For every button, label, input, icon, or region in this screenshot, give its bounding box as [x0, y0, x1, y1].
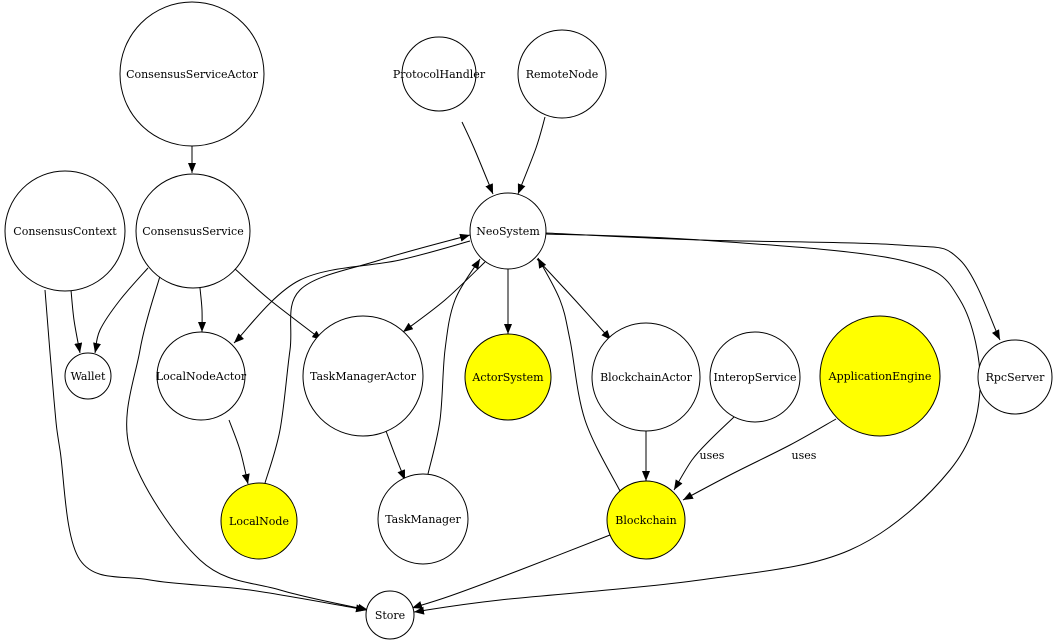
node-label-remotenode: RemoteNode	[526, 68, 599, 81]
node-neosystem: NeoSystem	[469, 192, 547, 270]
node-label-actorsystem: ActorSystem	[471, 371, 544, 384]
node-circle-blockchain	[606, 480, 686, 560]
node-label-blockchain: Blockchain	[615, 514, 676, 527]
edge-consensuscontext-to-store	[44, 289, 367, 613]
node-label-store: Store	[375, 609, 405, 622]
node-label-rpcserver: RpcServer	[986, 371, 1046, 384]
node-circle-consensusservice	[135, 173, 251, 289]
node-actorsystem: ActorSystem	[464, 333, 552, 421]
edge-blockchain-to-store	[411, 534, 611, 609]
node-label-taskmanager: TaskManager	[385, 513, 461, 526]
node-label-protocolhandler: ProtocolHandler	[393, 68, 486, 81]
node-circle-store	[365, 590, 415, 640]
node-label-wallet: Wallet	[71, 370, 106, 383]
node-remotenode: RemoteNode	[517, 29, 607, 119]
edge-neosystem-to-store	[413, 233, 981, 615]
edge-neosystem-to-blockchainactor	[536, 258, 612, 341]
node-label-interopservice: InteropService	[714, 371, 797, 384]
node-label-consensuscontext: ConsensusContext	[13, 225, 117, 238]
node-label-consensusserviceactor: ConsensusServiceActor	[126, 68, 259, 81]
node-store: Store	[365, 590, 415, 640]
edge-consensuscontext-to-wallet	[70, 289, 83, 354]
node-consensuscontext: ConsensusContext	[4, 170, 126, 292]
node-circle-localnodeactor	[156, 331, 246, 421]
node-taskmanager: TaskManager	[377, 473, 469, 565]
node-blockchain: Blockchain	[606, 480, 686, 560]
node-circle-consensuscontext	[4, 170, 126, 292]
edge-localnodeactor-to-localnode	[228, 419, 250, 485]
node-circle-neosystem	[469, 192, 547, 270]
node-circle-blockchainactor	[591, 322, 701, 432]
node-consensusserviceactor: ConsensusServiceActor	[119, 1, 265, 147]
edge-protocolhandler-to-neosystem	[461, 121, 494, 195]
node-applicationengine: ApplicationEngine	[819, 315, 941, 437]
node-blockchainactor: BlockchainActor	[591, 322, 701, 432]
edge-localnode-to-neosystem	[264, 233, 471, 484]
edge-neosystem-to-rpcserver	[545, 232, 1001, 341]
node-circle-remotenode	[517, 29, 607, 119]
edge-taskmanager-to-neosystem	[427, 258, 481, 475]
node-label-consensusservice: ConsensusService	[142, 225, 243, 238]
node-wallet: Wallet	[64, 352, 112, 400]
node-circle-taskmanageractor	[302, 315, 424, 437]
edge-remotenode-to-neosystem	[517, 116, 546, 195]
node-localnodeactor: LocalNodeActor	[156, 331, 247, 421]
node-circle-actorsystem	[464, 333, 552, 421]
node-localnode: LocalNode	[220, 482, 298, 560]
edge-interopservice-to-blockchain	[673, 416, 735, 491]
edge-consensusservice-to-store	[126, 275, 369, 612]
node-circle-taskmanager	[377, 473, 469, 565]
edge-applicationengine-to-blockchain	[682, 418, 837, 501]
node-rpcserver: RpcServer	[977, 339, 1053, 415]
node-taskmanageractor: TaskManagerActor	[302, 315, 424, 437]
node-circle-wallet	[64, 352, 112, 400]
edge-consensusservice-to-taskmanageractor	[233, 267, 323, 341]
node-circle-consensusserviceactor	[119, 1, 265, 147]
edge-consensusservice-to-localnodeactor	[198, 287, 207, 333]
node-protocolhandler: ProtocolHandler	[393, 36, 486, 112]
node-circle-protocolhandler	[401, 36, 477, 112]
node-label-blockchainactor: BlockchainActor	[600, 371, 693, 384]
edge-neosystem-to-localnodeactor	[233, 240, 471, 344]
node-circle-applicationengine	[819, 315, 941, 437]
node-circle-interopservice	[709, 331, 801, 423]
node-circle-localnode	[220, 482, 298, 560]
edge-neosystem-to-taskmanageractor	[402, 261, 486, 333]
edge-label-interopservice-to-blockchain: uses	[700, 449, 725, 462]
edge-label-applicationengine-to-blockchain: uses	[792, 449, 817, 462]
node-label-localnodeactor: LocalNodeActor	[156, 370, 247, 383]
node-label-applicationengine: ApplicationEngine	[828, 370, 932, 383]
edge-consensusservice-to-wallet	[93, 267, 149, 354]
node-interopservice: InteropService	[709, 331, 801, 423]
node-consensusservice: ConsensusService	[135, 173, 251, 289]
node-label-neosystem: NeoSystem	[476, 225, 540, 238]
node-label-taskmanageractor: TaskManagerActor	[310, 370, 417, 383]
edge-blockchain-to-neosystem	[537, 257, 621, 492]
node-circle-rpcserver	[977, 339, 1053, 415]
node-label-localnode: LocalNode	[229, 515, 289, 528]
edge-taskmanageractor-to-taskmanager	[385, 430, 406, 481]
